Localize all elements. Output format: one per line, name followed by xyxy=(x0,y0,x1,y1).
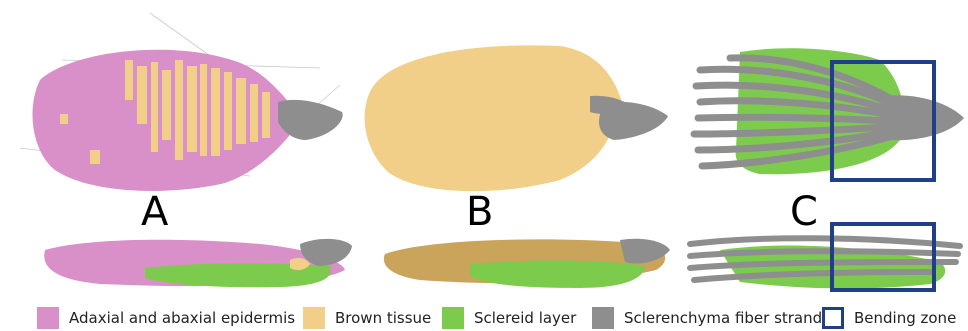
legend-swatch-brown-tissue xyxy=(303,307,325,329)
render-c-bottom xyxy=(690,224,960,290)
panel-label-c: C xyxy=(790,192,818,232)
legend-item-bending-zone: Bending zone xyxy=(822,307,956,329)
render-a-top xyxy=(33,50,343,191)
legend-item-sclereid: Sclereid layer xyxy=(442,307,576,329)
legend-label-brown-tissue: Brown tissue xyxy=(335,309,431,327)
legend-label-bending-zone: Bending zone xyxy=(854,309,956,327)
panel-label-a: A xyxy=(141,192,168,232)
render-b-top xyxy=(365,45,668,191)
legend-label-epidermis: Adaxial and abaxial epidermis xyxy=(69,309,295,327)
legend-item-sclerenchyma: Sclerenchyma fiber strand xyxy=(592,307,822,329)
render-a-bottom xyxy=(44,239,352,287)
legend-item-epidermis: Adaxial and abaxial epidermis xyxy=(37,307,295,329)
render-c-top xyxy=(694,48,964,180)
legend-swatch-bending-zone xyxy=(822,307,844,329)
legend-swatch-sclerenchyma xyxy=(592,307,614,329)
legend-swatch-sclereid xyxy=(442,307,464,329)
legend-label-sclereid: Sclereid layer xyxy=(474,309,576,327)
render-b-bottom xyxy=(384,239,670,288)
legend: Adaxial and abaxial epidermis Brown tiss… xyxy=(0,300,968,331)
figure-renders xyxy=(0,0,968,300)
legend-item-brown-tissue: Brown tissue xyxy=(303,307,431,329)
legend-label-sclerenchyma: Sclerenchyma fiber strand xyxy=(624,309,822,327)
panel-label-b: B xyxy=(466,192,493,232)
legend-swatch-epidermis xyxy=(37,307,59,329)
